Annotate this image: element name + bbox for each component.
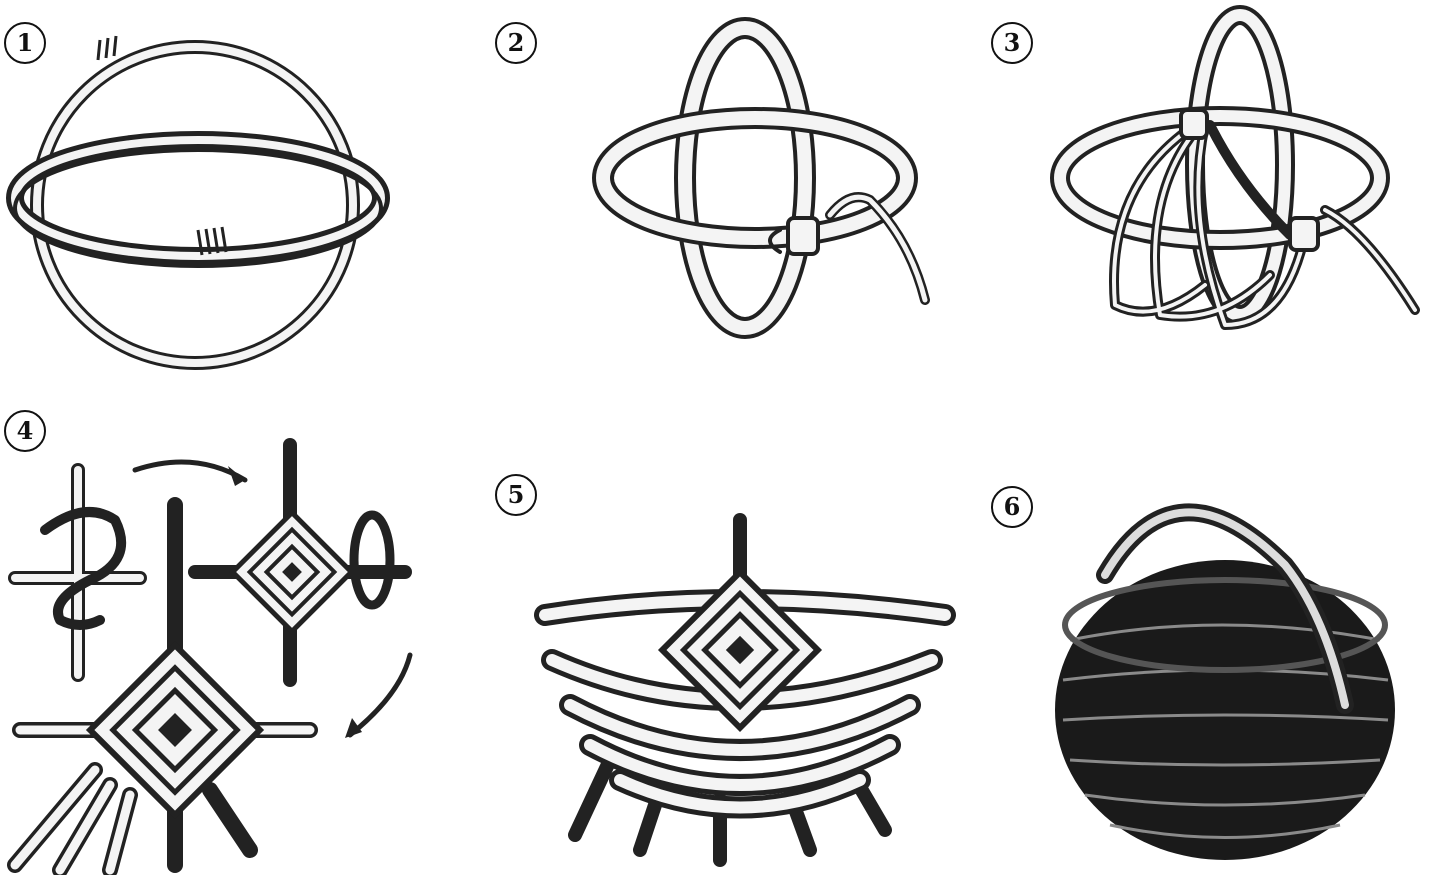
finished-basket-icon [985,470,1434,875]
step-2-panel: 2 [490,0,950,380]
gods-eye-wrap-icon [0,400,470,875]
step-5-panel: 5 [490,460,960,875]
ribs-inserted-icon [985,0,1434,380]
hoop-binding-icon [490,0,950,380]
step-4-badge: 4 [4,410,46,452]
step-2-badge: 2 [495,22,537,64]
step-4-panel: 4 [0,400,470,875]
step-6-badge: 6 [991,486,1033,528]
weaving-rows-icon [490,460,960,875]
step-3-panel: 3 [985,0,1434,380]
step-1-panel: 1 [0,0,440,380]
step-3-badge: 3 [991,22,1033,64]
step-5-badge: 5 [495,474,537,516]
step-6-panel: 6 [985,470,1434,875]
step-1-badge: 1 [4,22,46,64]
two-hoops-icon [0,0,440,380]
